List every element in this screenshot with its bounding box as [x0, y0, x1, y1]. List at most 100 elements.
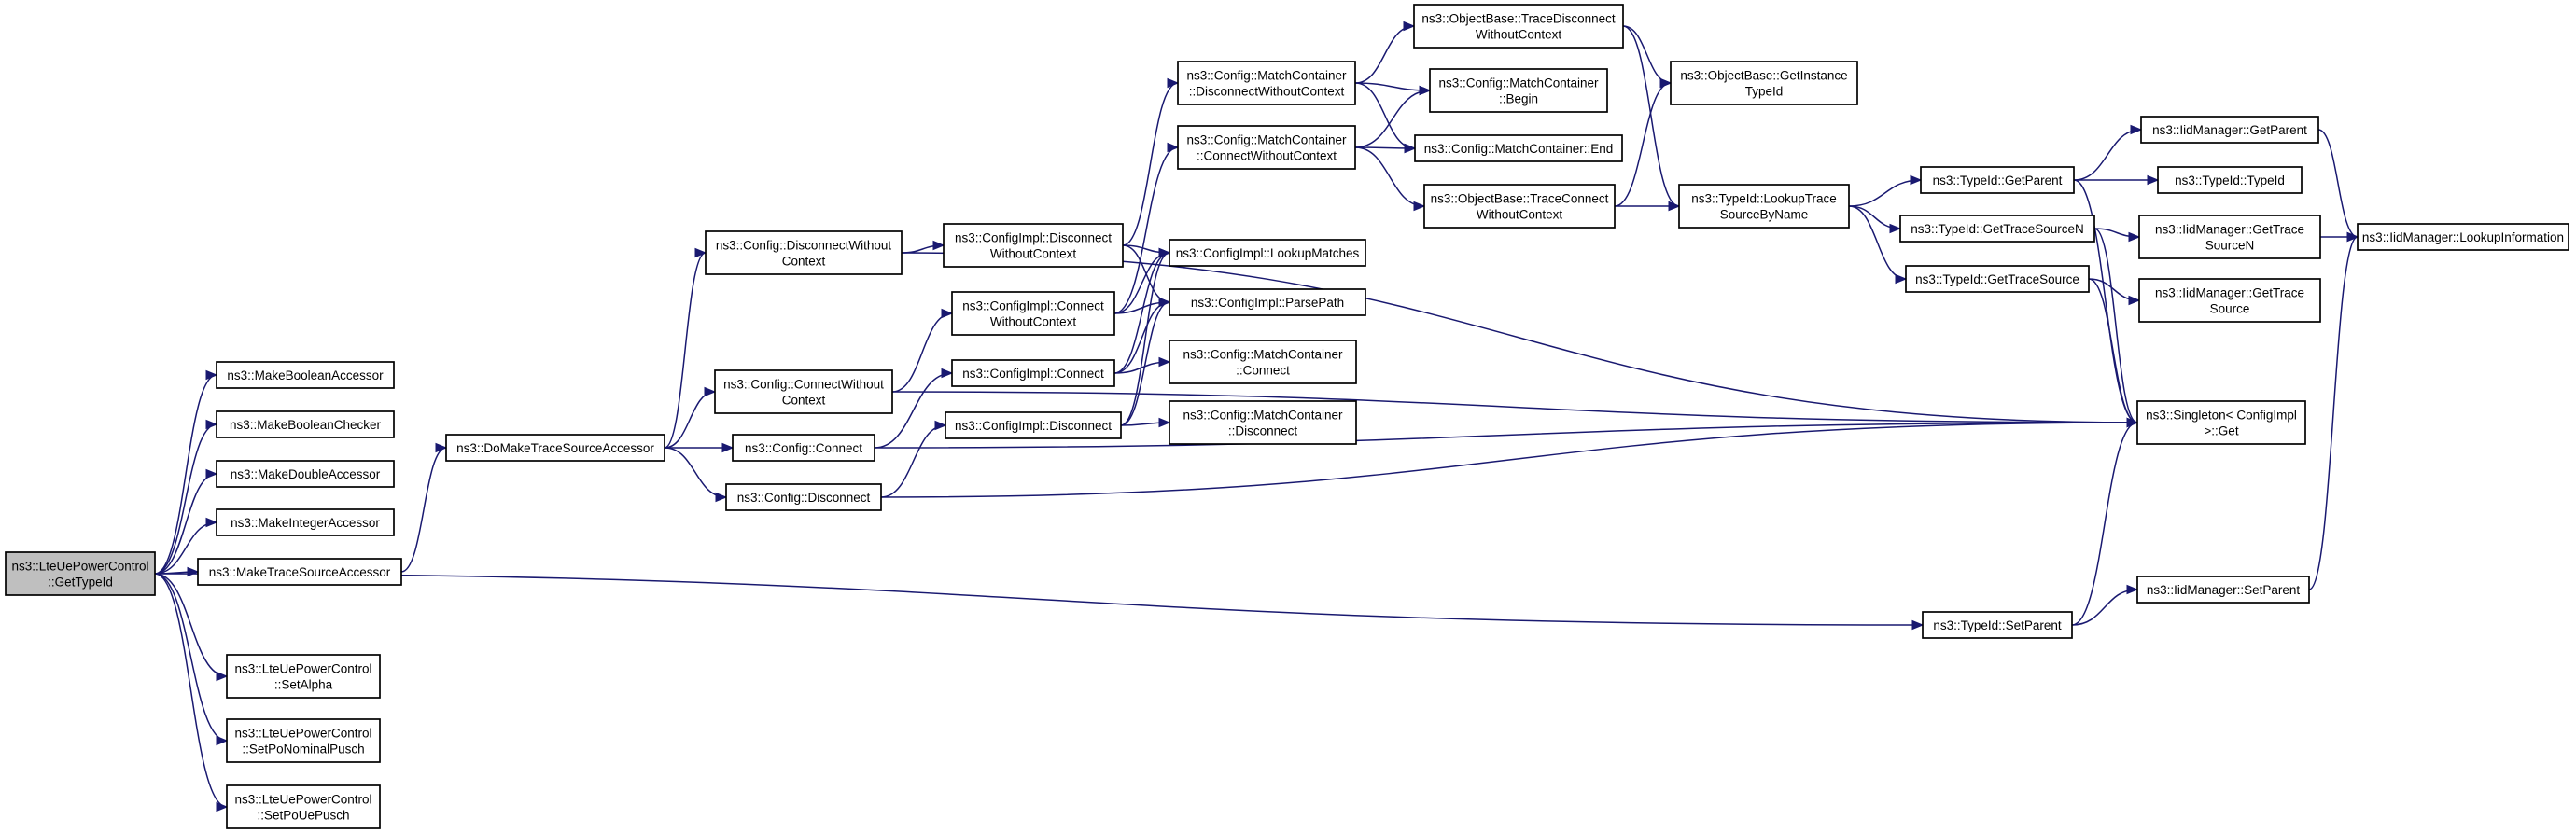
node-box-mcdwc[interactable] — [1177, 61, 1356, 105]
node-box-tilt[interactable] — [1678, 184, 1850, 229]
node-box-spnp[interactable] — [226, 718, 381, 763]
node-box-imgts[interactable] — [2138, 278, 2321, 323]
node-label-cidwc-0: ns3::ConfigImpl::Disconnect — [955, 231, 1112, 245]
node-imgts[interactable]: ns3::IidManager::GetTraceSource — [2138, 278, 2321, 323]
node-label-imgtsn-0: ns3::IidManager::GetTrace — [2155, 223, 2304, 237]
node-label-cicwc-0: ns3::ConfigImpl::Connect — [962, 299, 1104, 313]
node-tigtsn[interactable]: ns3::TypeId::GetTraceSourceN — [1899, 215, 2095, 243]
node-cdwc[interactable]: ns3::Config::DisconnectWithoutContext — [705, 230, 903, 275]
node-box-sg[interactable] — [2136, 400, 2306, 445]
node-box-obtcwc[interactable] — [1423, 184, 1616, 229]
node-sa[interactable]: ns3::LteUePowerControl::SetAlpha — [226, 654, 381, 699]
node-box-cdwc[interactable] — [705, 230, 903, 275]
node-box-imli[interactable] — [2357, 223, 2569, 251]
node-box-cicwc[interactable] — [951, 291, 1115, 336]
node-box-mia[interactable] — [216, 508, 395, 536]
edge-dmtsa-to-cdwc — [664, 252, 707, 449]
node-mba[interactable]: ns3::MakeBooleanAccessor — [216, 361, 395, 389]
node-box-mda[interactable] — [216, 460, 395, 488]
node-spnp[interactable]: ns3::LteUePowerControl::SetPoNominalPusc… — [226, 718, 381, 763]
node-cid[interactable]: ns3::ConfigImpl::Disconnect — [945, 411, 1122, 439]
node-tigp[interactable]: ns3::TypeId::GetParent — [1920, 166, 2075, 194]
node-box-sa[interactable] — [226, 654, 381, 699]
node-obtcwc[interactable]: ns3::ObjectBase::TraceConnectWithoutCont… — [1423, 184, 1616, 229]
node-box-mtsa[interactable] — [197, 558, 402, 586]
node-sg[interactable]: ns3::Singleton< ConfigImpl >::Get — [2136, 400, 2306, 445]
node-box-tigtsn[interactable] — [1899, 215, 2095, 243]
arrowhead-root-to-mbc — [205, 419, 218, 430]
node-label-root-1: ::GetTypeId — [48, 576, 113, 590]
node-box-imgp[interactable] — [2140, 116, 2319, 144]
arrowhead-dmtsa-to-cc — [721, 442, 735, 453]
node-box-mcb[interactable] — [1429, 68, 1608, 113]
node-box-mccwc[interactable] — [1177, 125, 1356, 170]
node-box-cid[interactable] — [945, 411, 1122, 439]
node-box-obgit[interactable] — [1670, 61, 1858, 105]
edge-mccwc-to-obtcwc — [1354, 146, 1425, 207]
node-root[interactable]: ns3::LteUePowerControl::GetTypeId — [5, 551, 156, 596]
node-box-cd[interactable] — [725, 483, 882, 511]
arrowhead-root-to-tisp — [1911, 619, 1925, 631]
node-box-mba[interactable] — [216, 361, 395, 389]
node-box-dmtsa[interactable] — [445, 434, 665, 462]
node-mce[interactable]: ns3::Config::MatchContainer::End — [1414, 134, 1623, 162]
node-imgtsn[interactable]: ns3::IidManager::GetTraceSourceN — [2138, 215, 2321, 259]
node-box-mcc[interactable] — [1169, 340, 1357, 384]
node-box-mce[interactable] — [1414, 134, 1623, 162]
node-mbc[interactable]: ns3::MakeBooleanChecker — [216, 410, 395, 438]
node-ccwc[interactable]: ns3::Config::ConnectWithoutContext — [714, 369, 893, 414]
node-box-cilm[interactable] — [1169, 239, 1366, 267]
node-titi[interactable]: ns3::TypeId::TypeId — [2157, 166, 2303, 194]
node-mcc[interactable]: ns3::Config::MatchContainer::Connect — [1169, 340, 1357, 384]
node-imli[interactable]: ns3::IidManager::LookupInformation — [2357, 223, 2569, 251]
node-tigts[interactable]: ns3::TypeId::GetTraceSource — [1905, 265, 2090, 293]
node-cidwc[interactable]: ns3::ConfigImpl::DisconnectWithoutContex… — [943, 223, 1124, 268]
node-box-tigts[interactable] — [1905, 265, 2090, 293]
node-box-root[interactable] — [5, 551, 156, 596]
node-cic[interactable]: ns3::ConfigImpl::Connect — [951, 359, 1115, 387]
node-mccwc[interactable]: ns3::Config::MatchContainer::ConnectWith… — [1177, 125, 1356, 170]
node-box-cc[interactable] — [732, 434, 875, 462]
node-label-cd-0: ns3::Config::Disconnect — [737, 491, 871, 505]
node-mcb[interactable]: ns3::Config::MatchContainer::Begin — [1429, 68, 1608, 113]
edge-layer — [154, 21, 2359, 812]
node-obtdwc[interactable]: ns3::ObjectBase::TraceDisconnectWithoutC… — [1413, 4, 1624, 49]
node-box-mcd[interactable] — [1169, 400, 1357, 445]
node-box-spup[interactable] — [226, 784, 381, 829]
node-mia[interactable]: ns3::MakeIntegerAccessor — [216, 508, 395, 536]
node-box-cipp[interactable] — [1169, 288, 1366, 316]
node-box-tigp[interactable] — [1920, 166, 2075, 194]
edge-mcdwc-to-mce — [1354, 82, 1416, 149]
node-dmtsa[interactable]: ns3::DoMakeTraceSourceAccessor — [445, 434, 665, 462]
node-box-tisp[interactable] — [1922, 611, 2073, 639]
node-box-imgtsn[interactable] — [2138, 215, 2321, 259]
node-spup[interactable]: ns3::LteUePowerControl::SetPoUePusch — [226, 784, 381, 829]
node-cc[interactable]: ns3::Config::Connect — [732, 434, 875, 462]
arrowhead-cd-to-cid — [934, 420, 947, 431]
node-imgp[interactable]: ns3::IidManager::GetParent — [2140, 116, 2319, 144]
node-box-titi[interactable] — [2157, 166, 2303, 194]
node-box-obtdwc[interactable] — [1413, 4, 1624, 49]
node-label-cicwc-1: WithoutContext — [990, 315, 1077, 329]
node-cicwc[interactable]: ns3::ConfigImpl::ConnectWithoutContext — [951, 291, 1115, 336]
node-label-imgts-0: ns3::IidManager::GetTrace — [2155, 286, 2304, 300]
edge-root-to-spnp — [154, 573, 228, 742]
node-box-ccwc[interactable] — [714, 369, 893, 414]
node-mcd[interactable]: ns3::Config::MatchContainer::Disconnect — [1169, 400, 1357, 445]
node-cd[interactable]: ns3::Config::Disconnect — [725, 483, 882, 511]
node-mtsa[interactable]: ns3::MakeTraceSourceAccessor — [197, 558, 402, 586]
node-cipp[interactable]: ns3::ConfigImpl::ParsePath — [1169, 288, 1366, 316]
node-mcdwc[interactable]: ns3::Config::MatchContainer::DisconnectW… — [1177, 61, 1356, 105]
node-mda[interactable]: ns3::MakeDoubleAccessor — [216, 460, 395, 488]
node-tisp[interactable]: ns3::TypeId::SetParent — [1922, 611, 2073, 639]
node-box-cic[interactable] — [951, 359, 1115, 387]
arrowhead-tisp-to-imsp — [2126, 584, 2139, 595]
node-imsp[interactable]: ns3::IidManager::SetParent — [2136, 576, 2310, 604]
node-box-imsp[interactable] — [2136, 576, 2310, 604]
node-box-mbc[interactable] — [216, 410, 395, 438]
node-box-cidwc[interactable] — [943, 223, 1124, 268]
node-cilm[interactable]: ns3::ConfigImpl::LookupMatches — [1169, 239, 1366, 267]
arrowhead-tigtsn-to-imgtsn — [2128, 231, 2141, 243]
